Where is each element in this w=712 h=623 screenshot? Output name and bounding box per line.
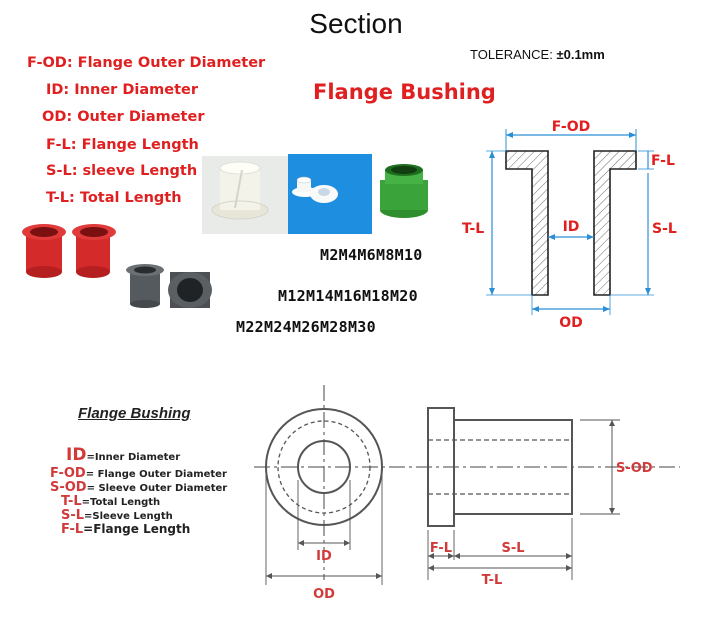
label-id: ID bbox=[563, 219, 580, 235]
right-wall-section bbox=[593, 150, 637, 296]
legend-f-od-desc: = Flange Outer Diameter bbox=[85, 469, 227, 480]
definition-f-l: F-L: Flange Length bbox=[46, 137, 199, 153]
label-f-l: F-L bbox=[651, 153, 675, 169]
legend-id: ID=Inner Diameter bbox=[66, 445, 180, 465]
side-view bbox=[427, 407, 573, 527]
legend-s-l: S-L=Sleeve Length bbox=[61, 504, 173, 523]
legend-s-od-desc: = Sleeve Outer Diameter bbox=[86, 483, 228, 494]
blue-bushing-photo bbox=[288, 154, 372, 234]
lower-legend-title: Flange Bushing bbox=[78, 405, 191, 422]
lower-label-od: OD bbox=[313, 587, 335, 602]
sizes-row-1: M2M4M6M8M10 bbox=[320, 246, 423, 264]
legend-t-l-desc: =Total Length bbox=[81, 497, 161, 508]
label-f-od: F-OD bbox=[552, 119, 590, 135]
legend-id-abbr: ID bbox=[66, 445, 87, 465]
tolerance-value: ±0.1mm bbox=[556, 47, 605, 62]
label-s-l: S-L bbox=[652, 221, 677, 237]
definition-f-od: F-OD: Flange Outer Diameter bbox=[27, 55, 266, 71]
lower-label-id: ID bbox=[316, 549, 332, 564]
green-bushing-photo bbox=[380, 164, 428, 218]
definition-od: OD: Outer Diameter bbox=[42, 109, 205, 125]
product-photos bbox=[22, 154, 428, 308]
sizes-row-3: M22M24M26M28M30 bbox=[236, 318, 376, 336]
legend-s-l-abbr: S-L bbox=[61, 508, 85, 523]
section-drawing: F-OD F-L T-L S-L ID OD bbox=[462, 119, 677, 331]
lower-label-t-l: T-L bbox=[482, 573, 503, 588]
legend-t-l-abbr: T-L bbox=[61, 494, 82, 509]
end-view bbox=[265, 408, 383, 526]
white-bushing-photo bbox=[202, 156, 288, 234]
legend-s-od: S-OD= Sleeve Outer Diameter bbox=[50, 476, 227, 495]
legend-f-od-abbr: F-OD bbox=[50, 466, 86, 481]
lower-label-s-od: S-OD bbox=[616, 461, 653, 476]
legend-s-od-abbr: S-OD bbox=[50, 480, 87, 495]
definition-id: ID: Inner Diameter bbox=[46, 82, 199, 98]
label-t-l: T-L bbox=[462, 221, 484, 237]
tolerance-label: TOLERANCE: bbox=[470, 47, 553, 62]
product-title: Flange Bushing bbox=[313, 80, 496, 104]
page-title: Section bbox=[309, 8, 403, 39]
label-od: OD bbox=[559, 315, 583, 331]
sizes-row-2: M12M14M16M18M20 bbox=[278, 287, 418, 305]
legend-t-l: T-L=Total Length bbox=[61, 490, 160, 509]
legend-f-l: F-L=Flange Length bbox=[61, 518, 190, 537]
orthographic-drawing: ID OD S-OD F-L S-L T-L bbox=[254, 385, 680, 602]
legend-s-l-desc: =Sleeve Length bbox=[84, 511, 173, 522]
definition-s-l: S-L: sleeve Length bbox=[46, 163, 198, 179]
left-wall-section bbox=[505, 150, 549, 296]
lower-label-f-l: F-L bbox=[430, 541, 452, 556]
lower-label-s-l: S-L bbox=[501, 541, 524, 556]
definition-t-l: T-L: Total Length bbox=[46, 190, 182, 206]
legend-f-l-abbr: F-L bbox=[61, 522, 84, 537]
tolerance-note: TOLERANCE: ±0.1mm bbox=[470, 47, 605, 62]
legend-f-od: F-OD= Flange Outer Diameter bbox=[50, 462, 227, 481]
legend-f-l-desc: =Flange Length bbox=[83, 522, 191, 536]
legend-id-desc: =Inner Diameter bbox=[86, 452, 181, 463]
grey-bushing-photo bbox=[126, 264, 212, 308]
red-bushing-photo bbox=[22, 224, 116, 278]
